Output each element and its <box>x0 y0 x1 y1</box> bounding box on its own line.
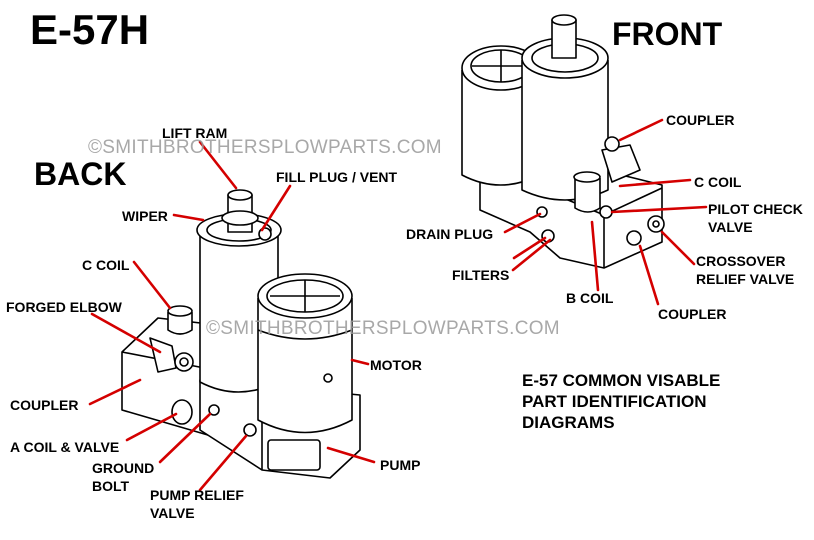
label-fill-plug-vent: FILL PLUG / VENT <box>276 169 398 185</box>
diagram-caption: E-57 COMMON VISABLE PART IDENTIFICATION … <box>522 370 720 433</box>
leader-lines <box>88 118 708 492</box>
label-pump-relief-valve: PUMP RELIEF VALVE <box>150 486 244 522</box>
label-b-coil: B COIL <box>566 290 614 306</box>
label-pilot-check-valve: PILOT CHECK VALVE <box>708 200 803 236</box>
label-pump: PUMP <box>380 457 421 473</box>
label-pilot-check-line2: VALVE <box>708 219 753 235</box>
label-forged-elbow: FORGED ELBOW <box>6 299 122 315</box>
label-coupler-front-top: COUPLER <box>666 112 735 128</box>
label-pump-relief-line2: VALVE <box>150 505 195 521</box>
label-a-coil-valve: A COIL & VALVE <box>10 439 120 455</box>
label-ground-bolt-line1: GROUND <box>92 460 155 476</box>
label-crossover-line2: RELIEF VALVE <box>696 271 795 287</box>
front-view-drawing <box>461 14 665 269</box>
caption-line2: PART IDENTIFICATION <box>522 392 707 411</box>
back-view-drawing <box>121 189 361 479</box>
back-view-heading: BACK <box>34 156 127 192</box>
caption-line1: E-57 COMMON VISABLE <box>522 371 721 390</box>
label-ground-bolt: GROUND BOLT <box>92 459 154 495</box>
watermark-middle: ©SMITHBROTHERSPLOWPARTS.COM <box>206 318 560 339</box>
page-title: E-57H <box>30 6 150 53</box>
label-crossover-relief-valve: CROSSOVER RELIEF VALVE <box>696 252 794 288</box>
label-filters: FILTERS <box>452 267 510 283</box>
label-c-coil-front: C COIL <box>694 174 742 190</box>
label-c-coil-back: C COIL <box>82 257 130 273</box>
front-view-heading: FRONT <box>612 16 723 52</box>
label-coupler-front-bottom: COUPLER <box>658 306 727 322</box>
label-wiper: WIPER <box>122 208 168 224</box>
label-ground-bolt-line2: BOLT <box>92 478 130 494</box>
caption-line3: DIAGRAMS <box>522 413 615 432</box>
label-motor: MOTOR <box>370 357 422 373</box>
label-lift-ram: LIFT RAM <box>162 125 228 141</box>
watermark-top: ©SMITHBROTHERSPLOWPARTS.COM <box>88 137 442 158</box>
label-drain-plug: DRAIN PLUG <box>406 226 494 242</box>
label-pilot-check-line1: PILOT CHECK <box>708 201 803 217</box>
label-pump-relief-line1: PUMP RELIEF <box>150 487 244 503</box>
label-crossover-line1: CROSSOVER <box>696 253 786 269</box>
label-coupler-back: COUPLER <box>10 397 79 413</box>
